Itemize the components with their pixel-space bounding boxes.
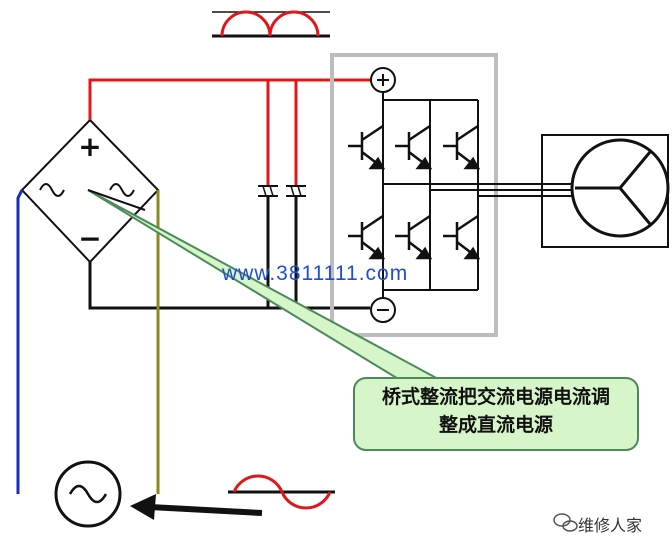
ac-symbol-left [39,183,65,197]
ac-source [54,460,122,528]
bridge-minus-label: − [78,222,101,255]
callout-box [353,377,639,451]
ac-symbol-right [109,183,135,197]
bridge-plus-label: + [78,130,101,163]
transistor-lower-1 [348,214,386,260]
source-arrow [130,494,263,520]
brand-name: 维修人家 [578,516,643,535]
callout-line-1: 桥式整流把交流电源电流调 [381,386,610,408]
transistor-lower-3 [443,214,481,260]
transistor-upper-3 [443,124,481,170]
watermark-url: www.3811111.com [222,262,409,285]
callout-text: 桥式整流把交流电源电流调 整成直流电源 [356,383,636,439]
motor-symbol [570,138,670,238]
brand-chat-icon [553,513,578,532]
negative-terminal [370,297,396,323]
transistor-upper-2 [395,124,433,170]
callout-line-2: 整成直流电源 [438,414,553,436]
transistor-upper-1 [348,124,386,170]
dc-positive-rail [88,78,370,186]
ac-line-blue [16,189,24,494]
transistor-lower-2 [395,214,433,260]
capacitor-right [286,185,306,308]
dc-negative-rail [88,262,370,310]
positive-terminal [370,67,396,93]
bottom-waveform [228,474,335,510]
top-waveform [212,10,330,38]
inverter-box [330,53,498,337]
